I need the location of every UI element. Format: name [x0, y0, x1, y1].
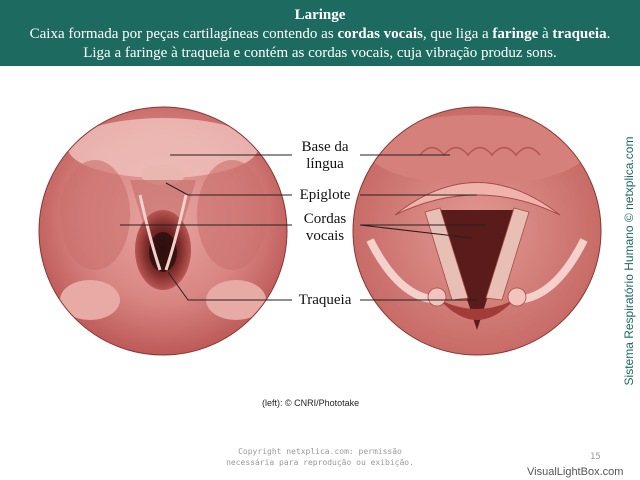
side-caption: Sistema Respiratório Humano © netxplica.… — [622, 136, 636, 386]
leader-traqueia-left — [167, 271, 292, 301]
header-banner: Laringe Caixa formada por peças cartilag… — [0, 0, 640, 66]
label-epiglote: Epiglote — [299, 187, 351, 203]
photo-credit: (left): © CNRI/Phototake — [262, 398, 360, 408]
slide-subtitle-line1: Caixa formada por peças cartilagíneas co… — [29, 26, 611, 42]
page-number: 15 — [590, 452, 601, 462]
label-base-lingua: Base da língua — [301, 139, 349, 172]
leader-lines — [120, 154, 486, 301]
larynx-illustration — [353, 107, 601, 355]
copyright-notice: Copyright netxplica.com: permissão neces… — [226, 447, 414, 467]
slide-subtitle-line2: Liga a faringe à traqueia e contém as co… — [83, 45, 557, 61]
leader-cordas-right-2 — [359, 224, 473, 239]
label-cordas-vocais: Cordas vocais — [303, 211, 347, 244]
slide-title: Laringe — [294, 7, 346, 23]
label-traqueia: Traqueia — [298, 292, 352, 308]
leader-epiglote-left — [165, 182, 292, 196]
watermark: VisualLightBox.com — [527, 466, 624, 478]
larynx-photo — [39, 107, 287, 355]
